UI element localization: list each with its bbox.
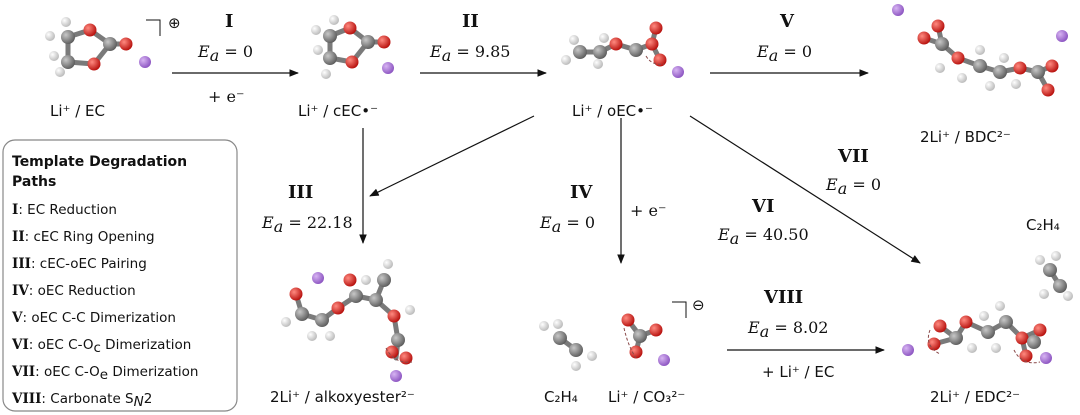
arrow-step-VI-VII bbox=[689, 115, 921, 264]
label-ethylene-left: C₂H₄ bbox=[544, 388, 578, 406]
molecule-li-cec bbox=[311, 15, 394, 79]
step-VIII-label: VIII bbox=[763, 287, 803, 308]
legend-box: Template Degradation Paths I: EC Reducti… bbox=[2, 139, 238, 412]
molecule-li-ec bbox=[45, 17, 151, 77]
step-VI-ea: Ea = 40.50 bbox=[717, 225, 809, 248]
molecule-ethylene-right bbox=[1035, 251, 1073, 301]
step-I-label: I bbox=[225, 11, 233, 32]
step-V-ea: Ea = 0 bbox=[756, 42, 812, 65]
step-III-ea: Ea = 22.18 bbox=[261, 213, 353, 236]
step-VII-label: VII bbox=[837, 146, 869, 167]
charge-carbonate: ⊖ bbox=[692, 296, 705, 314]
step-I-ea: Ea = 0 bbox=[197, 42, 253, 65]
step-IV-ea: Ea = 0 bbox=[539, 213, 595, 236]
step-I-extra: + e⁻ bbox=[208, 87, 244, 106]
label-ethylene-right: C₂H₄ bbox=[1026, 216, 1060, 234]
label-li-oec: Li⁺ / oEC•⁻ bbox=[572, 102, 653, 120]
legend-title-line2: Paths bbox=[12, 174, 56, 190]
label-carbonate: Li⁺ / CO₃²⁻ bbox=[608, 388, 685, 406]
molecule-alkoxyester bbox=[281, 259, 415, 382]
bracket-li-ec bbox=[146, 19, 161, 36]
step-V-label: V bbox=[779, 11, 795, 32]
legend-item-VIII: VIII: Carbonate SN2 bbox=[11, 391, 152, 410]
legend-item-VI: VI: oEC C-Oc Dimerization bbox=[11, 337, 191, 356]
legend-title-line1: Template Degradation bbox=[12, 154, 187, 170]
charge-li-ec: ⊕ bbox=[168, 14, 181, 32]
step-III-label: III bbox=[288, 182, 313, 203]
molecule-ethylene-left bbox=[539, 319, 597, 371]
legend-item-III: III: cEC-oEC Pairing bbox=[12, 256, 147, 272]
molecule-bdc bbox=[892, 4, 1068, 97]
step-VI-label: VI bbox=[751, 196, 774, 217]
step-VII-ea: Ea = 0 bbox=[825, 175, 881, 198]
molecule-carbonate bbox=[621, 313, 670, 366]
label-li-ec: Li⁺ / EC bbox=[50, 102, 105, 120]
bracket-carbonate bbox=[672, 301, 687, 318]
arrow-step-III bbox=[369, 115, 535, 197]
label-bdc: 2Li⁺ / BDC²⁻ bbox=[920, 128, 1011, 146]
legend-item-I: I: EC Reduction bbox=[12, 202, 117, 218]
legend-item-II: II: cEC Ring Opening bbox=[12, 229, 155, 245]
label-li-cec: Li⁺ / cEC•⁻ bbox=[298, 102, 378, 120]
legend-item-V: V: oEC C-C Dimerization bbox=[11, 310, 176, 326]
step-IV-extra: + e⁻ bbox=[630, 201, 666, 220]
legend-item-IV: IV: oEC Reduction bbox=[12, 283, 136, 299]
label-alkoxyester: 2Li⁺ / alkoxyester²⁻ bbox=[270, 388, 415, 406]
step-IV-label: IV bbox=[570, 182, 593, 203]
step-II-label: II bbox=[462, 11, 479, 32]
molecule-li-oec bbox=[561, 21, 684, 78]
step-VIII-extra: + Li⁺ / EC bbox=[762, 363, 834, 381]
step-II-ea: Ea = 9.85 bbox=[429, 42, 510, 65]
step-VIII-ea: Ea = 8.02 bbox=[747, 318, 828, 341]
label-edc: 2Li⁺ / EDC²⁻ bbox=[930, 388, 1020, 406]
legend-item-VII: VII: oEC C-Oe Dimerization bbox=[11, 364, 199, 383]
molecule-edc bbox=[902, 301, 1052, 364]
